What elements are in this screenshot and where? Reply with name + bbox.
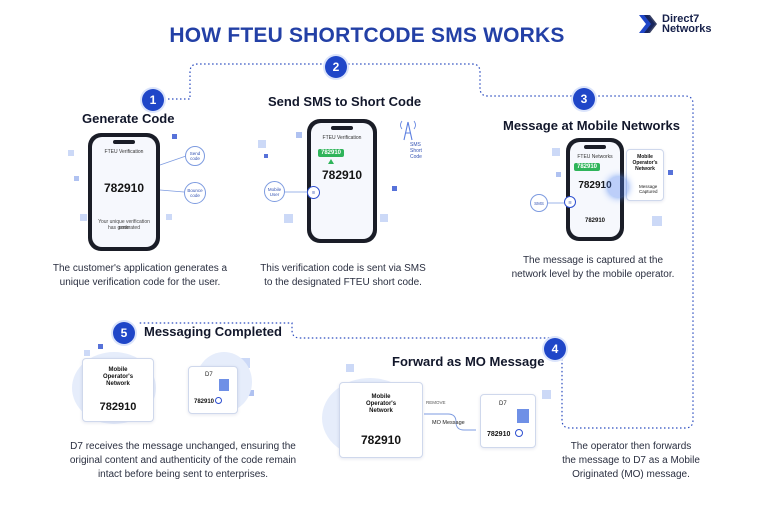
step-3-title: Message at Mobile Networks [503, 118, 680, 133]
step-2-desc-line-2: to the designated FTEU short code. [264, 277, 422, 288]
step-2-description: This verification code is sent via SMS t… [248, 262, 438, 290]
capture-glow-icon [608, 177, 628, 197]
step-2-tower-label-1: SMS [410, 142, 421, 148]
logo-line-2: Networks [662, 23, 712, 35]
step-5-desc-line-2: original content and authenticity of the… [69, 455, 297, 466]
step-1-bounce-code-node: Bounce code [184, 182, 206, 204]
step-3-number: 3 [573, 88, 595, 110]
step-4-d7-card: D7 782910 [480, 394, 536, 448]
arrow-up-icon [328, 159, 334, 164]
step-5-network-code: 782910 [99, 401, 137, 413]
step-4-description: The operator then forwards the message t… [556, 440, 706, 482]
step-4-network-code: 782910 [360, 433, 402, 447]
step-2-tower-label-2: Short [410, 148, 422, 154]
step-1-phone-footer-2: has generated [108, 225, 140, 231]
step-5-network-line-3: Network [106, 381, 130, 387]
step-3-bottom-code: 782910 [584, 218, 606, 224]
step-4-arrow-label-top: REMOVE [426, 400, 446, 405]
step-3-code-badge: 782910 [574, 163, 601, 171]
step-5-d7-card: D7 782910 [188, 366, 238, 414]
step-5-d7-code: 782910 [194, 399, 215, 405]
step-1-desc-line-1: The customer's application generates a [52, 263, 228, 274]
step-5-network-line-1: Mobile [108, 367, 128, 373]
logo-line-1: Direct7 [662, 13, 700, 25]
wifi-icon: ≋ [307, 186, 320, 199]
step-3-phone: FTEU Networks 782910 782910 782910 [566, 138, 624, 241]
step-3-network-card: Mobile Operator's Network Message Captur… [626, 149, 664, 201]
step-4-network-card: Mobile Operator's Network 782910 [339, 382, 423, 458]
step-2-desc-line-1: This verification code is sent via SMS [260, 263, 426, 274]
step-4-arrow-label: MO Message [432, 420, 465, 426]
step-5-title: Messaging Completed [144, 324, 282, 339]
step-2-tower-label-3: Code [410, 154, 422, 160]
step-1-phone: FTEU Verification 782910 Your unique ver… [88, 133, 160, 251]
step-3-desc-line-2: network level by the mobile operator. [511, 269, 675, 280]
step-2-code: 782910 [321, 168, 363, 182]
step-1-phone-footer-1: Your unique verification code [98, 219, 150, 231]
step-2-phone-header: FTEU Verification [322, 135, 362, 141]
step-4-number: 4 [544, 338, 566, 360]
step-4-network-line-3: Network [369, 408, 393, 414]
step-1-title: Generate Code [82, 111, 175, 126]
step-4-network-line-1: Mobile [371, 394, 391, 400]
step-3-code: 782910 [578, 180, 612, 191]
step-3-sms-node: SMS [530, 194, 548, 212]
step-4-title: Forward as MO Message [392, 354, 545, 369]
step-2-code-badge: 782910 [318, 149, 345, 157]
step-4-desc-line-1: The operator then forwards [570, 441, 692, 452]
step-4-d7-label: D7 [499, 401, 507, 407]
step-5-desc-line-1: D7 receives the message unchanged, ensur… [70, 441, 296, 452]
step-3-network-line-3: Network [635, 166, 655, 172]
step-2-mobile-user-node: Mobile User [264, 181, 285, 202]
step-5-d7-label: D7 [205, 372, 213, 378]
step-3-network-line-1: Mobile [637, 154, 653, 160]
step-2-title: Send SMS to Short Code [268, 94, 422, 109]
step-4-d7-code: 782910 [487, 431, 511, 438]
step-3-description: The message is captured at the network l… [500, 254, 686, 282]
magnifier-icon [515, 429, 523, 437]
step-1-phone-header: FTEU Verification [104, 149, 144, 155]
step-3-captured-2: Captured [639, 189, 658, 194]
step-4-desc-line-2: the message to D7 as a Mobile [562, 455, 700, 466]
step-3-network-line-2: Operator's [632, 160, 658, 166]
step-3-captured-1: Message [639, 184, 658, 189]
brand-logo: Direct7 Networks [636, 12, 726, 36]
step-1-send-code-node: Send code [185, 146, 205, 166]
wifi-icon: ≋ [564, 196, 576, 208]
step-4-network-line-2: Operator's [365, 401, 397, 407]
step-1-number: 1 [142, 89, 164, 111]
step-3-phone-header: FTEU Networks [577, 154, 613, 160]
step-2-number: 2 [325, 56, 347, 78]
step-2-phone: FTEU Verification 782910 782910 [307, 119, 377, 243]
step-2-tower-label: SMS Short Code [410, 142, 422, 160]
step-1-code: 782910 [103, 181, 145, 195]
step-4-desc-line-3: Originated (MO) message. [572, 469, 690, 480]
direct7-logo-icon [639, 15, 657, 33]
step-5-desc-line-3: intact before being sent to enterprises. [97, 469, 269, 480]
step-1-desc-line-2: unique verification code for the user. [59, 277, 221, 288]
step-5-number: 5 [113, 322, 135, 344]
magnifier-icon [215, 397, 222, 404]
step-1-description: The customer's application generates a u… [36, 262, 244, 290]
step-3-desc-line-1: The message is captured at the [522, 255, 664, 266]
page-title: HOW FTEU SHORTCODE SMS WORKS [169, 24, 565, 47]
step-5-network-line-2: Operator's [102, 374, 134, 380]
step-5-description: D7 receives the message unchanged, ensur… [50, 440, 316, 482]
cell-tower-icon [400, 120, 416, 141]
step-5-network-card: Mobile Operator's Network 782910 [82, 358, 154, 422]
